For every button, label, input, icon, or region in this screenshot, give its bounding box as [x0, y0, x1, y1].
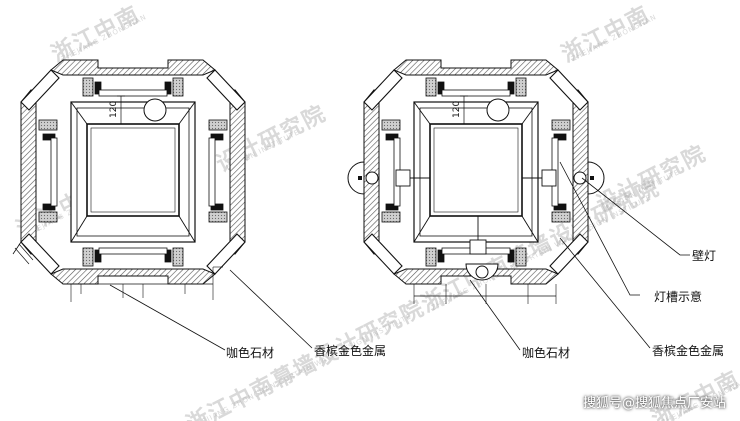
left-dimension-120: 120	[109, 100, 119, 118]
right-label-wall-lamp: 壁灯	[692, 249, 717, 263]
right-leader-lines	[469, 161, 690, 351]
source-credit: 搜狐号@搜狐焦点厂安站	[582, 396, 726, 411]
right-column-section	[347, 59, 605, 304]
right-label-lamp-slot: 灯槽示意	[654, 290, 703, 304]
right-dimension-120: 120	[452, 100, 462, 118]
left-label-stone: 咖色石材	[226, 346, 275, 360]
left-leader-lines	[109, 269, 313, 351]
left-label-metal: 香槟金色金属	[314, 344, 387, 358]
right-label-metal: 香槟金色金属	[652, 344, 725, 358]
right-label-stone: 咖色石材	[522, 346, 571, 360]
left-column-section	[12, 59, 246, 302]
